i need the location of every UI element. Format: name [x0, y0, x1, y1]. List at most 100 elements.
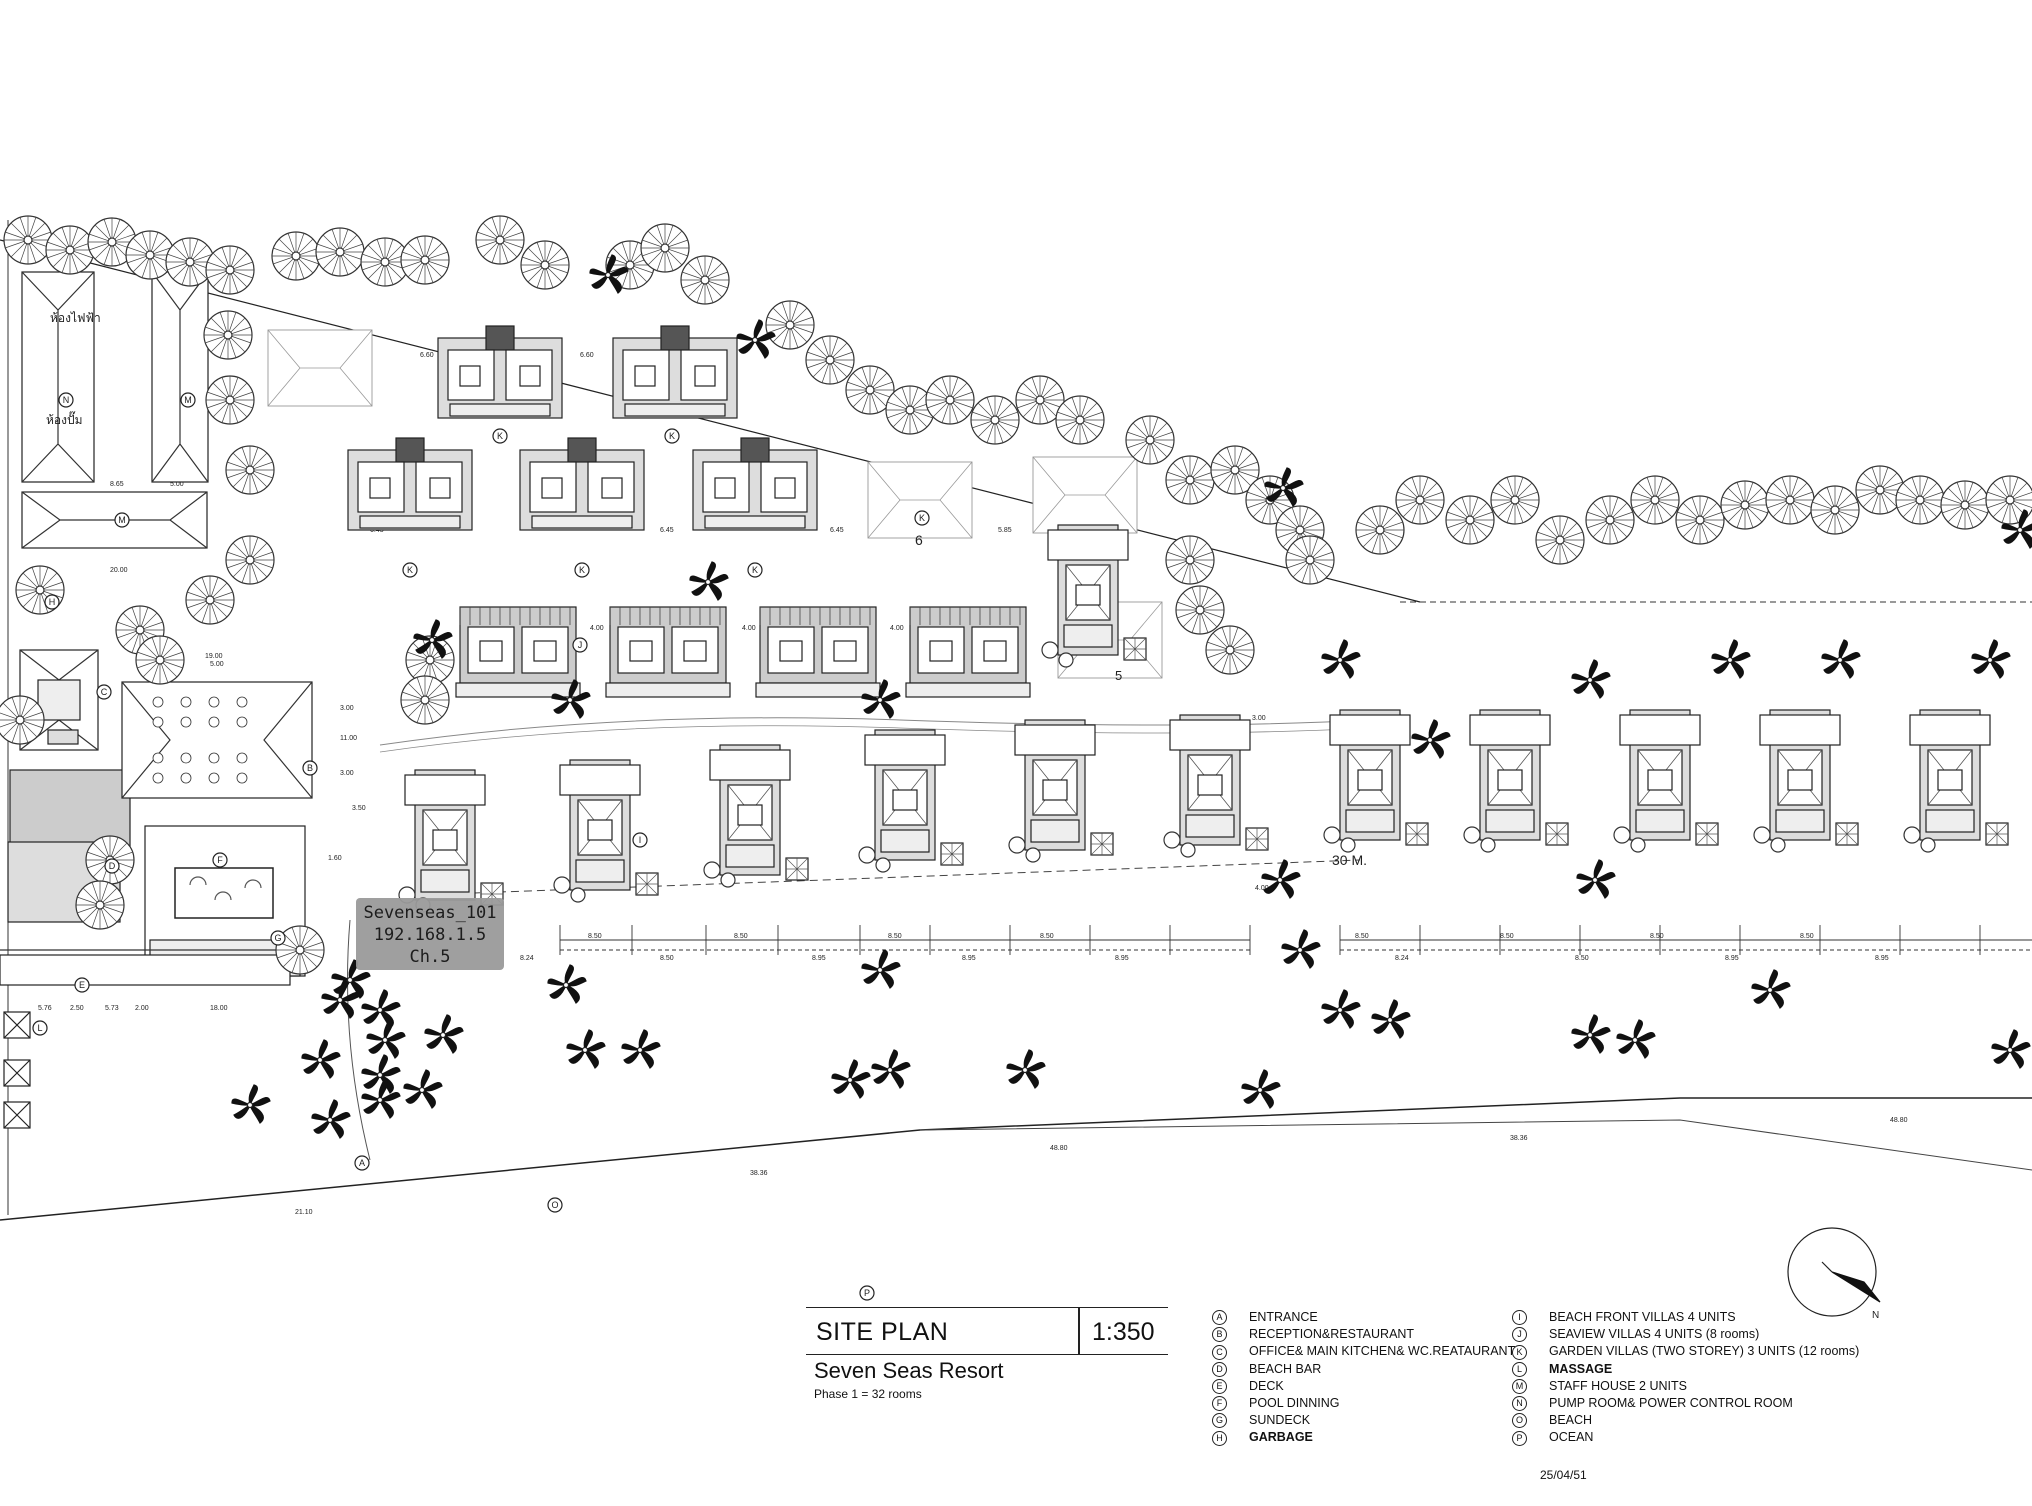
legend-label: POOL DINNING [1249, 1396, 1340, 1411]
zone-5-label: 5 [1115, 668, 1122, 683]
project-phase: Phase 1 = 32 rooms [814, 1387, 922, 1401]
dim-label: 8.50 [1800, 933, 1814, 940]
dim-label: 8.95 [812, 955, 826, 962]
dim-label: 6.60 [580, 352, 594, 359]
camera-name: Sevenseas_101 [363, 903, 497, 923]
legend-label: GARBAGE [1249, 1430, 1313, 1445]
legend-label: OFFICE& MAIN KITCHEN& WC.REATAURANT [1249, 1344, 1516, 1359]
legend-item: E DECK [1212, 1378, 1515, 1395]
massage-huts [3, 1011, 31, 1129]
dim-label: 5.00 [170, 481, 184, 488]
legend-key: P [1512, 1430, 1527, 1446]
legend-key: E [1212, 1378, 1227, 1394]
legend-item: P OCEAN [1512, 1429, 1859, 1446]
legend-right: I BEACH FRONT VILLAS 4 UNITS J SEAVIEW VILL… [1512, 1309, 1859, 1447]
dim-label: 4.00 [890, 625, 904, 632]
legend-label: PUMP ROOM& POWER CONTROL ROOM [1549, 1396, 1793, 1411]
legend-label: SEAVIEW VILLAS 4 UNITS (8 rooms) [1549, 1327, 1760, 1342]
dim-label: 2.50 [70, 1005, 84, 1012]
dim-label: 20.00 [110, 567, 128, 574]
svg-text:A: A [359, 1158, 365, 1168]
camera-ip: 192.168.1.5 [373, 925, 487, 945]
pump-room-label: ห้องไฟฟ้า [50, 311, 101, 325]
dim-label: 6.60 [420, 352, 434, 359]
dim-label: 4.00 [590, 625, 604, 632]
svg-text:K: K [407, 565, 413, 575]
legend-key: L [1512, 1361, 1527, 1377]
legend-key: D [1212, 1361, 1227, 1377]
dim-label: 1.60 [328, 855, 342, 862]
legend-key: I [1512, 1310, 1527, 1326]
dim-label: 8.50 [1355, 933, 1369, 940]
legend-key: A [1212, 1310, 1227, 1326]
dim-label: 6.45 [660, 527, 674, 534]
title-block: SITE PLAN 1:350 [806, 1307, 1168, 1355]
legend-item: L MASSAGE [1512, 1361, 1859, 1378]
drawing-title: SITE PLAN [816, 1318, 949, 1346]
drawing-scale: 1:350 [1092, 1318, 1155, 1346]
legend-key: G [1212, 1413, 1227, 1429]
svg-text:F: F [217, 855, 223, 865]
legend-label: OCEAN [1549, 1430, 1594, 1445]
dim-label: 6.45 [830, 527, 844, 534]
legend-label: MASSAGE [1549, 1361, 1613, 1376]
dim-label: 5.00 [210, 661, 224, 668]
dim-label: 8.50 [734, 933, 748, 940]
dim-label: 3.00 [1252, 715, 1266, 722]
dim-label: 8.50 [1575, 955, 1589, 962]
dim-label: 38.36 [750, 1170, 768, 1177]
svg-text:E: E [79, 980, 85, 990]
dim-label: 8.50 [1500, 933, 1514, 940]
legend-item: J SEAVIEW VILLAS 4 UNITS (8 rooms) [1512, 1326, 1859, 1343]
staff-house-block: ห้องไฟฟ้า ห้องปั๊ม [21, 271, 209, 549]
camera-tag[interactable]: Sevenseas_101 192.168.1.5 Ch.5 [356, 898, 504, 970]
svg-text:G: G [274, 933, 281, 943]
zone-6-label: 6 [915, 532, 923, 548]
legend-label: BEACH [1549, 1413, 1593, 1428]
legend-key: H [1212, 1430, 1227, 1446]
north-arrow: N [1787, 1227, 1881, 1321]
dim-label: 8.95 [1115, 955, 1129, 962]
legend-key: M [1512, 1378, 1527, 1394]
dim-label: 11.00 [340, 735, 357, 742]
project-name: Seven Seas Resort [814, 1358, 1004, 1383]
legend-key: N [1512, 1396, 1527, 1412]
legend-item: N PUMP ROOM& POWER CONTROL ROOM [1512, 1395, 1859, 1412]
svg-text:K: K [497, 431, 503, 441]
legend-key: B [1212, 1327, 1227, 1343]
legend-label: BEACH FRONT VILLAS 4 UNITS [1549, 1310, 1736, 1324]
svg-text:K: K [579, 565, 585, 575]
svg-text:K: K [669, 431, 675, 441]
north-label: N [1872, 1310, 1879, 1321]
svg-text:B: B [307, 763, 313, 773]
svg-text:O: O [551, 1200, 558, 1210]
legend-label: DECK [1249, 1378, 1284, 1393]
legend-item: H GARBAGE [1212, 1429, 1515, 1446]
legend-key: J [1512, 1327, 1527, 1343]
dim-label: 8.50 [660, 955, 674, 962]
legend-label: GARDEN VILLAS (TWO STOREY) 3 UNITS (12 r… [1549, 1344, 1860, 1359]
dim-label: 8.95 [1725, 955, 1739, 962]
dim-label: 3.50 [352, 805, 366, 812]
legend-label: SUNDECK [1249, 1413, 1311, 1428]
dim-label: 18.00 [210, 1005, 228, 1012]
dim-label: 8.50 [888, 933, 902, 940]
svg-text:C: C [101, 687, 108, 697]
dim-label: 19.00 [205, 653, 223, 660]
legend-label: ENTRANCE [1249, 1310, 1318, 1324]
legend-key: K [1512, 1344, 1527, 1360]
dim-label: 8.95 [962, 955, 976, 962]
dim-label: 21.10 [295, 1209, 313, 1216]
dim-label: 8.65 [110, 481, 124, 488]
svg-text:K: K [919, 513, 925, 523]
camera-channel: Ch.5 [409, 947, 451, 967]
legend-item: K GARDEN VILLAS (TWO STOREY) 3 UNITS (12 … [1512, 1343, 1859, 1360]
svg-text:K: K [752, 565, 758, 575]
legend-item: I BEACH FRONT VILLAS 4 UNITS [1512, 1309, 1859, 1326]
legend-item: G SUNDECK [1212, 1412, 1515, 1429]
